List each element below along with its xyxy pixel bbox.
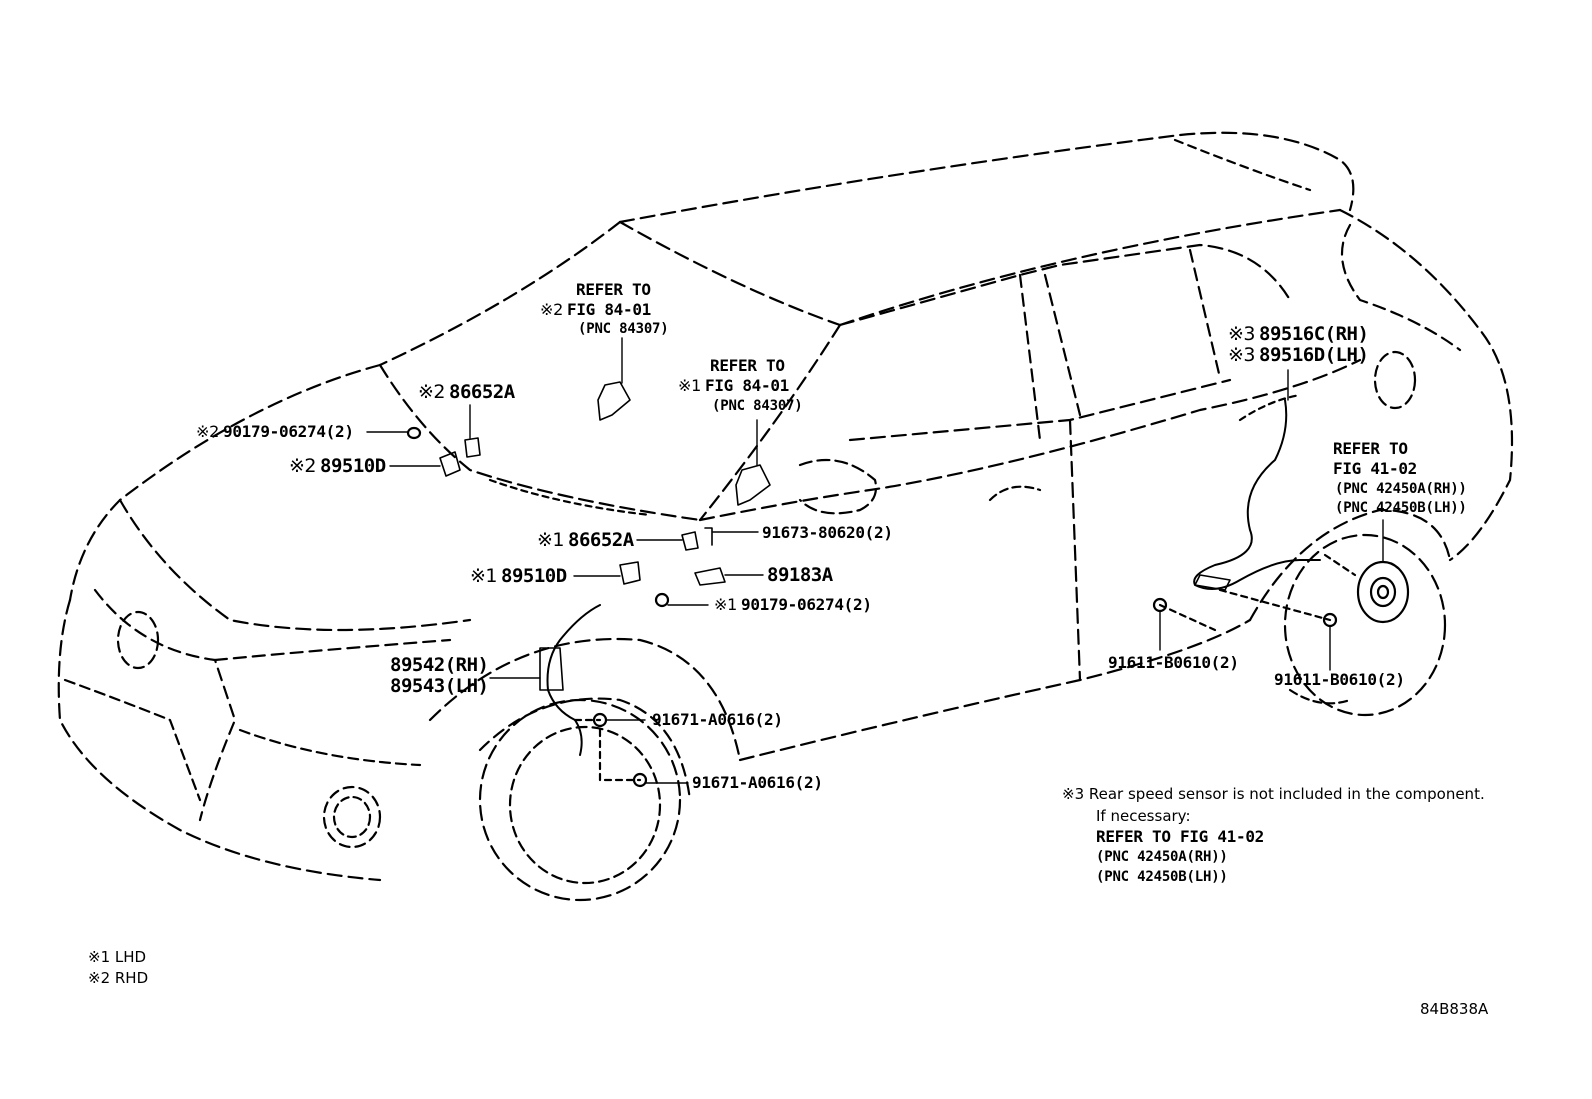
figure-id: 84B838A [1420,1000,1489,1018]
rhd-mark: ※2 [540,300,563,319]
refer-to-41-02-pnc-lh: (PNC 42450B(LH)) [1335,500,1467,516]
lhd-mark: ※1 [470,565,498,587]
note-3-refer-fig: REFER TO FIG 41-02 [1096,827,1264,846]
part-number: 90179-06274(2) [741,595,872,614]
refer-to-84-01-lhd-pnc: (PNC 84307) [712,398,803,414]
part-89542-rh: 89542(RH) [390,654,489,676]
fig-ref: FIG 84-01 [567,300,651,319]
part-91671-a0616-upper: 91671-A0616(2) [652,710,783,729]
refer-to-41-02-line2: FIG 41-02 [1333,459,1417,478]
rhd-mark: ※2 [418,381,446,403]
part-91611-b0610-right: 91611-B0610(2) [1274,670,1405,689]
rhd-mark: ※2 [196,422,219,441]
note-3-rear-speed-sensor: ※3 Rear speed sensor is not included in … [1062,785,1485,803]
note-3-pnc-rh: (PNC 42450A(RH)) [1096,849,1228,865]
part-number: 89516D(LH) [1259,344,1369,366]
legend-lhd: ※1 LHD [88,948,147,966]
part-91611-b0610-left: 91611-B0610(2) [1108,653,1239,672]
note-3-pnc-lh: (PNC 42450B(LH)) [1096,869,1228,885]
part-number: 89510D [320,455,386,477]
part-number: 90179-06274(2) [223,422,354,441]
refer-to-41-02-line1: REFER TO [1333,439,1408,458]
refer-to-84-01-lhd-line1: REFER TO [710,356,785,375]
note3-mark: ※3 [1228,323,1256,345]
note3-mark: ※3 [1228,344,1256,366]
lhd-mark: ※1 [678,376,701,395]
part-number: 89516C(RH) [1259,323,1369,345]
part-number: 89510D [501,565,567,587]
part-91671-a0616-lower: 91671-A0616(2) [692,773,823,792]
lhd-mark: ※1 [537,529,565,551]
refer-to-84-01-rhd-line1: REFER TO [576,280,651,299]
note-3-if-necessary: If necessary: [1096,807,1191,825]
legend-rhd: ※2 RHD [88,969,149,987]
fig-ref: FIG 84-01 [705,376,789,395]
part-89543-lh: 89543(LH) [390,675,489,697]
part-number: 86652A [449,381,515,403]
part-89183a: 89183A [767,564,833,586]
refer-to-84-01-rhd-pnc: (PNC 84307) [578,321,669,337]
part-number: 86652A [568,529,634,551]
part-91673-80620: 91673-80620(2) [762,523,893,542]
refer-to-41-02-pnc-rh: (PNC 42450A(RH)) [1335,481,1467,497]
lhd-mark: ※1 [714,595,737,614]
rhd-mark: ※2 [289,455,317,477]
